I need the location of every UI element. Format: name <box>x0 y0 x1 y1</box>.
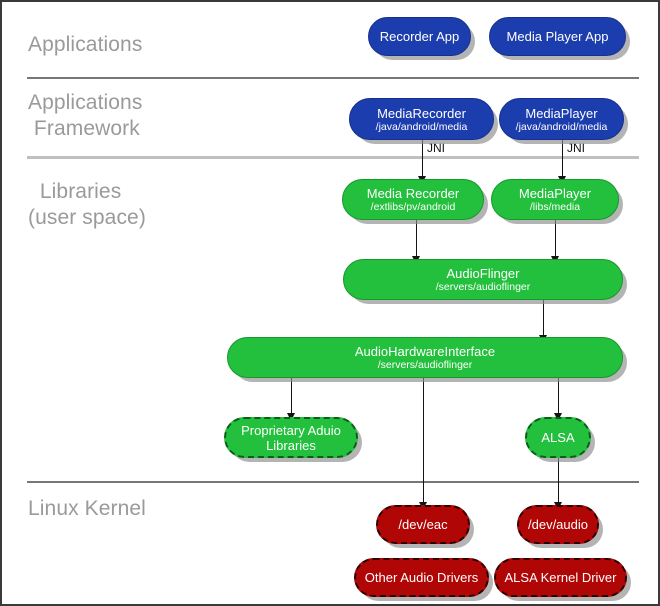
node-audioflinger-subtitle: /servers/audioflinger <box>435 281 531 293</box>
edge-label-jni-recorder: JNI <box>427 141 445 155</box>
edge-mediaplayer-lib-to-audioflinger <box>555 220 556 260</box>
node-proprietary-audio-libs[interactable]: Proprietary Aduio Libraries <box>224 417 358 458</box>
node-audiohardwareinterface[interactable]: AudioHardwareInterface /servers/audiofli… <box>227 337 623 378</box>
edge-label-jni-player: JNI <box>567 141 585 155</box>
node-dev-audio[interactable]: /dev/audio <box>517 505 599 544</box>
edge-mediaplayer-to-mediaplayer-lib <box>562 140 563 180</box>
node-alsa-kernel-driver[interactable]: ALSA Kernel Driver <box>494 558 627 597</box>
divider-applications <box>27 77 639 79</box>
node-mediaplayer-lib-subtitle: /libs/media <box>529 201 581 213</box>
node-dev-audio-title: /dev/audio <box>528 517 588 532</box>
node-mediarecorder[interactable]: MediaRecorder /java/android/media <box>349 98 494 140</box>
node-alsa-title: ALSA <box>541 430 575 445</box>
node-alsa[interactable]: ALSA <box>525 417 591 458</box>
layer-label-applications: Applications <box>28 33 143 56</box>
node-mediaplayer-framework-title: MediaPlayer <box>525 105 598 121</box>
edge-ahi-to-alsa <box>558 377 559 417</box>
divider-applications-framework <box>27 156 639 159</box>
node-audioflinger[interactable]: AudioFlinger /servers/audioflinger <box>343 259 623 300</box>
node-alsa-kernel-driver-title: ALSA Kernel Driver <box>504 570 617 585</box>
node-media-recorder-lib-title: Media Recorder <box>366 186 460 201</box>
node-other-audio-drivers-title: Other Audio Drivers <box>364 570 479 585</box>
node-mediarecorder-subtitle: /java/android/media <box>375 120 468 133</box>
layer-label-libraries: Libraries (user space) <box>28 180 146 229</box>
edge-ahi-to-proprietary <box>291 377 292 417</box>
layer-label-applications-framework: Applications Framework <box>28 91 143 140</box>
node-mediaplayer-lib[interactable]: MediaPlayer /libs/media <box>491 179 619 220</box>
node-audiohardwareinterface-subtitle: /servers/audioflinger <box>377 359 473 371</box>
node-mediaplayer-lib-title: MediaPlayer <box>518 186 592 201</box>
node-dev-eac-title: /dev/eac <box>398 517 448 532</box>
node-audiohardwareinterface-title: AudioHardwareInterface <box>354 344 496 359</box>
node-mediaplayer-framework[interactable]: MediaPlayer /java/android/media <box>499 98 624 140</box>
node-other-audio-drivers[interactable]: Other Audio Drivers <box>354 558 489 597</box>
edge-ahi-to-dev-eac <box>423 377 424 506</box>
edge-mediarecorder-to-media-recorder-lib <box>422 140 423 180</box>
node-proprietary-audio-libs-title: Proprietary Aduio Libraries <box>241 422 341 453</box>
edge-media-recorder-lib-to-audioflinger <box>416 220 417 260</box>
node-mediarecorder-title: MediaRecorder <box>377 105 466 121</box>
divider-linux-kernel <box>27 481 639 483</box>
node-media-recorder-lib[interactable]: Media Recorder /extlibs/pv/android <box>342 179 484 220</box>
layer-label-linux-kernel: Linux Kernel <box>28 497 146 520</box>
node-media-player-app-title: Media Player App <box>506 29 609 44</box>
node-mediaplayer-framework-subtitle: /java/android/media <box>515 120 608 133</box>
edge-audioflinger-to-ahi <box>543 299 544 339</box>
node-media-recorder-lib-subtitle: /extlibs/pv/android <box>370 201 456 213</box>
node-recorder-app[interactable]: Recorder App <box>368 17 471 56</box>
node-media-player-app[interactable]: Media Player App <box>489 17 626 56</box>
edge-alsa-to-dev-audio <box>558 458 559 506</box>
node-audioflinger-title: AudioFlinger <box>446 266 520 281</box>
node-dev-eac[interactable]: /dev/eac <box>376 505 470 544</box>
node-recorder-app-title: Recorder App <box>379 29 460 44</box>
